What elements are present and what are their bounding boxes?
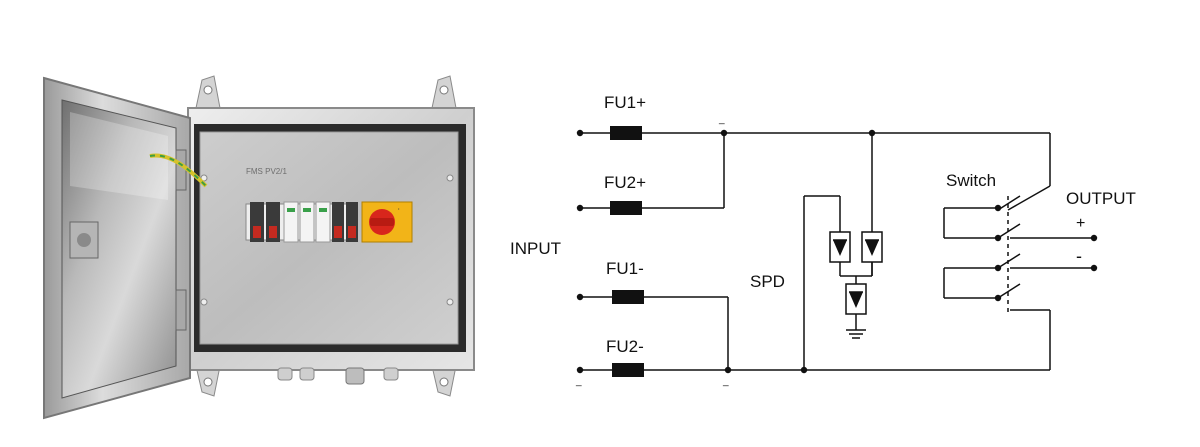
enclosure-photo: FMS PV2/1 • (43, 75, 475, 420)
svg-text:•: • (398, 206, 400, 211)
label-fu1-neg: FU1- (606, 259, 644, 278)
fuse-fu2-pos (610, 201, 642, 215)
label-output: OUTPUT (1066, 189, 1136, 208)
nameplate-text: FMS PV2/1 (246, 167, 287, 176)
fuses (610, 126, 644, 377)
tick-mark: _ (575, 376, 582, 387)
cable-glands (277, 367, 399, 385)
wiring-diagram (580, 132, 1094, 371)
open-door (43, 76, 208, 420)
label-switch: Switch (946, 171, 996, 190)
label-spd: SPD (750, 272, 785, 291)
fuse-fu2-neg (612, 363, 644, 377)
tick-mark: _ (722, 376, 729, 387)
label-fu2-neg: FU2- (606, 337, 644, 356)
diagram-labels: FU1+ FU2+ FU1- FU2- INPUT SPD Switch OUT… (510, 93, 1136, 387)
fuse-fu1-pos (610, 126, 642, 140)
tick-mark: _ (718, 114, 725, 125)
label-output-plus: + (1076, 215, 1085, 232)
label-output-minus: - (1076, 246, 1082, 266)
label-fu1-pos: FU1+ (604, 93, 646, 112)
spd-diodes (829, 231, 883, 315)
label-input: INPUT (510, 239, 561, 258)
terminal-dots (576, 129, 1098, 374)
fuse-fu1-neg (612, 290, 644, 304)
din-rail-devices: • (245, 201, 413, 243)
label-fu2-pos: FU2+ (604, 173, 646, 192)
